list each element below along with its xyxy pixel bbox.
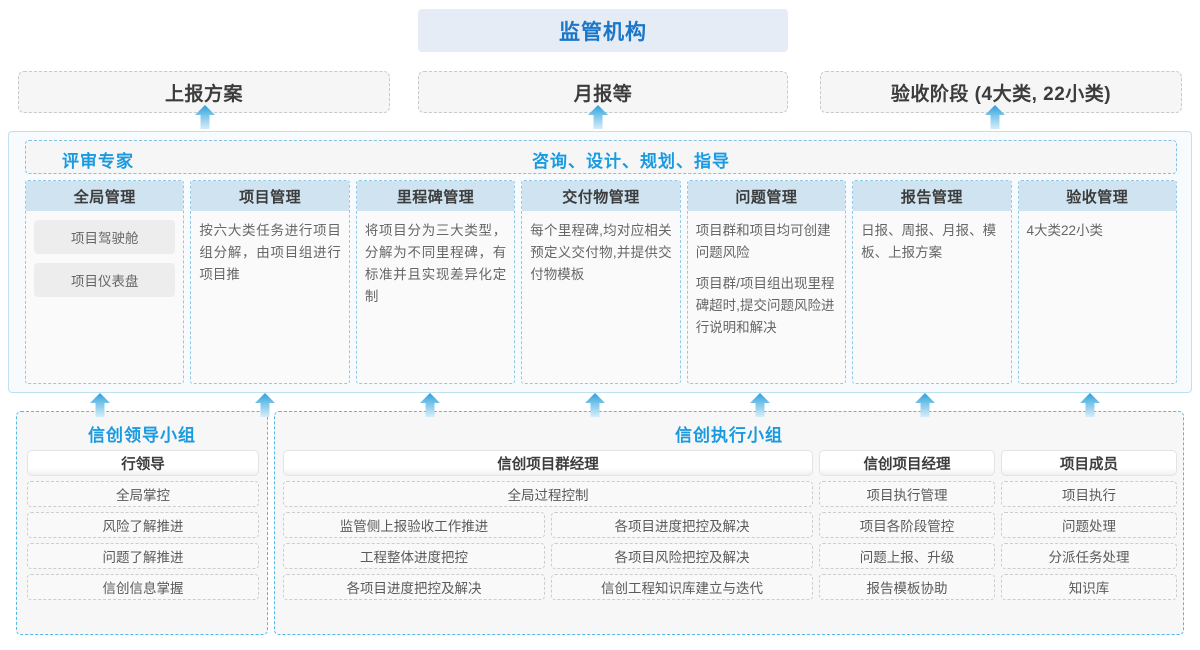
project-manager-duty-item: 问题上报、升级 <box>819 543 995 569</box>
arrow-up-icon <box>194 104 216 130</box>
leader-duty-item: 全局掌控 <box>27 481 259 507</box>
arrow-up-icon <box>984 104 1006 130</box>
leader-group-box: 信创领导小组 行领导 全局掌控 风险了解推进 问题了解推进 信创信息掌握 <box>16 411 268 635</box>
tag-item: 项目仪表盘 <box>34 263 176 297</box>
column-body: 项目群和项目均可创建问题风险 项目群/项目组出现里程碑超时,提交问题风险进行说明… <box>688 211 845 383</box>
leader-group-stack: 行领导 全局掌控 风险了解推进 问题了解推进 信创信息掌握 <box>27 450 259 600</box>
program-manager-duty-row: 监管侧上报验收工作推进 各项目进度把控及解决 <box>283 512 813 538</box>
exec-group-columns: 信创项目群经理 全局过程控制 监管侧上报验收工作推进 各项目进度把控及解决 工程… <box>283 450 1177 626</box>
project-members-head: 项目成员 <box>1001 450 1177 476</box>
column-body: 按六大类任务进行项目组分解，由项目组进行项目推 <box>191 211 348 383</box>
leader-duty-item: 问题了解推进 <box>27 543 259 569</box>
leader-group-title: 信创领导小组 <box>88 426 196 445</box>
column-head: 交付物管理 <box>522 181 680 211</box>
column-paragraph: 项目群/项目组出现里程碑超时,提交问题风险进行说明和解决 <box>695 276 835 335</box>
column-head: 项目管理 <box>191 181 349 211</box>
leader-duty-item: 风险了解推进 <box>27 512 259 538</box>
arrow-up-icon <box>254 392 276 418</box>
column-paragraph: 4大类22小类 <box>1026 223 1104 238</box>
leader-duty-item: 信创信息掌握 <box>27 574 259 600</box>
column-head: 问题管理 <box>687 181 846 211</box>
arrow-up-icon <box>89 392 111 418</box>
band-acceptance-stage: 验收阶段 (4大类, 22小类) <box>820 71 1182 113</box>
column-body: 每个里程碑,均对应相关预定义交付物,并提供交付物模板 <box>522 211 679 383</box>
consulting-design-label: 咨询、设计、规划、指导 <box>532 152 730 171</box>
program-manager-duty-item: 监管侧上报验收工作推进 <box>283 512 545 538</box>
exec-group-box: 信创执行小组 信创项目群经理 全局过程控制 监管侧上报验收工作推进 各项目进度把… <box>274 411 1184 635</box>
project-manager-duty-item: 项目各阶段管控 <box>819 512 995 538</box>
project-manager-duty-item: 项目执行管理 <box>819 481 995 507</box>
column-body: 日报、周报、月报、模板、上报方案 <box>853 211 1010 383</box>
arrow-up-icon <box>587 104 609 130</box>
program-manager-duty-item: 各项目进度把控及解决 <box>551 512 813 538</box>
column-paragraph: 按六大类任务进行项目组分解，由项目组进行项目推 <box>199 223 341 282</box>
project-members-column: 项目成员 项目执行 问题处理 分派任务处理 知识库 <box>1001 450 1177 626</box>
tag-item: 项目驾驶舱 <box>34 220 176 254</box>
arrow-up-icon <box>914 392 936 418</box>
column-body: 将项目分为三大类型，分解为不同里程碑，有标准并且实现差异化定制 <box>357 211 514 383</box>
project-members-duty-item: 项目执行 <box>1001 481 1177 507</box>
column-global-management: 全局管理 项目驾驶舱 项目仪表盘 <box>25 180 185 384</box>
program-manager-head: 信创项目群经理 <box>283 450 813 476</box>
program-manager-duty-item: 各项目进度把控及解决 <box>283 574 545 600</box>
band-monthly-report-label: 月报等 <box>573 83 633 105</box>
program-manager-duty-item: 信创工程知识库建立与迭代 <box>551 574 813 600</box>
column-head: 报告管理 <box>853 181 1011 211</box>
column-paragraph: 项目群和项目均可创建问题风险 <box>695 223 831 260</box>
project-manager-duty-item: 报告模板协助 <box>819 574 995 600</box>
project-members-duty-item: 知识库 <box>1001 574 1177 600</box>
program-manager-column: 信创项目群经理 全局过程控制 监管侧上报验收工作推进 各项目进度把控及解决 工程… <box>283 450 813 626</box>
exec-group-title: 信创执行小组 <box>675 426 783 445</box>
review-experts-label: 评审专家 <box>62 152 134 171</box>
column-paragraph: 日报、周报、月报、模板、上报方案 <box>861 223 997 260</box>
column-head: 验收管理 <box>1018 181 1176 211</box>
column-report-management: 报告管理 日报、周报、月报、模板、上报方案 <box>852 180 1012 384</box>
column-body: 4大类22小类 <box>1019 211 1176 383</box>
project-manager-head: 信创项目经理 <box>819 450 995 476</box>
middle-header-bar: 评审专家 咨询、设计、规划、指导 <box>25 140 1177 174</box>
column-acceptance-management: 验收管理 4大类22小类 <box>1017 180 1177 384</box>
project-members-duty-item: 分派任务处理 <box>1001 543 1177 569</box>
project-members-duty-item: 问题处理 <box>1001 512 1177 538</box>
middle-section: 评审专家 咨询、设计、规划、指导 全局管理 项目驾驶舱 项目仪表盘 项目管理 按… <box>8 131 1192 393</box>
management-columns: 全局管理 项目驾驶舱 项目仪表盘 项目管理 按六大类任务进行项目组分解，由项目组… <box>25 180 1177 384</box>
arrow-up-icon <box>749 392 771 418</box>
arrow-up-icon <box>1079 392 1101 418</box>
column-deliverable-management: 交付物管理 每个里程碑,均对应相关预定义交付物,并提供交付物模板 <box>521 180 681 384</box>
arrow-up-icon <box>419 392 441 418</box>
program-manager-duty-row: 各项目进度把控及解决 信创工程知识库建立与迭代 <box>283 574 813 600</box>
column-body: 项目驾驶舱 项目仪表盘 <box>26 211 183 383</box>
column-issue-management: 问题管理 项目群和项目均可创建问题风险 项目群/项目组出现里程碑超时,提交问题风… <box>686 180 847 384</box>
band-report-plan-label: 上报方案 <box>164 83 243 105</box>
column-paragraph: 将项目分为三大类型，分解为不同里程碑，有标准并且实现差异化定制 <box>364 223 507 304</box>
program-manager-duty-item: 工程整体进度把控 <box>283 543 545 569</box>
project-manager-column: 信创项目经理 项目执行管理 项目各阶段管控 问题上报、升级 报告模板协助 <box>819 450 995 626</box>
column-head: 全局管理 <box>26 181 184 211</box>
regulator-title-box: 监管机构 <box>418 9 788 52</box>
top-band-row: 上报方案 月报等 验收阶段 (4大类, 22小类) <box>0 71 1200 113</box>
program-manager-duty-item: 各项目风险把控及解决 <box>551 543 813 569</box>
arrow-up-icon <box>584 392 606 418</box>
column-milestone-management: 里程碑管理 将项目分为三大类型，分解为不同里程碑，有标准并且实现差异化定制 <box>355 180 516 384</box>
regulator-title-text: 监管机构 <box>559 20 647 44</box>
column-project-management: 项目管理 按六大类任务进行项目组分解，由项目组进行项目推 <box>190 180 350 384</box>
program-manager-duty-full: 全局过程控制 <box>283 481 813 507</box>
column-head: 里程碑管理 <box>356 181 515 211</box>
program-manager-duty-row: 工程整体进度把控 各项目风险把控及解决 <box>283 543 813 569</box>
leader-role-head: 行领导 <box>27 450 259 476</box>
band-acceptance-stage-label: 验收阶段 (4大类, 22小类) <box>890 83 1112 105</box>
column-paragraph: 每个里程碑,均对应相关预定义交付物,并提供交付物模板 <box>530 223 672 282</box>
